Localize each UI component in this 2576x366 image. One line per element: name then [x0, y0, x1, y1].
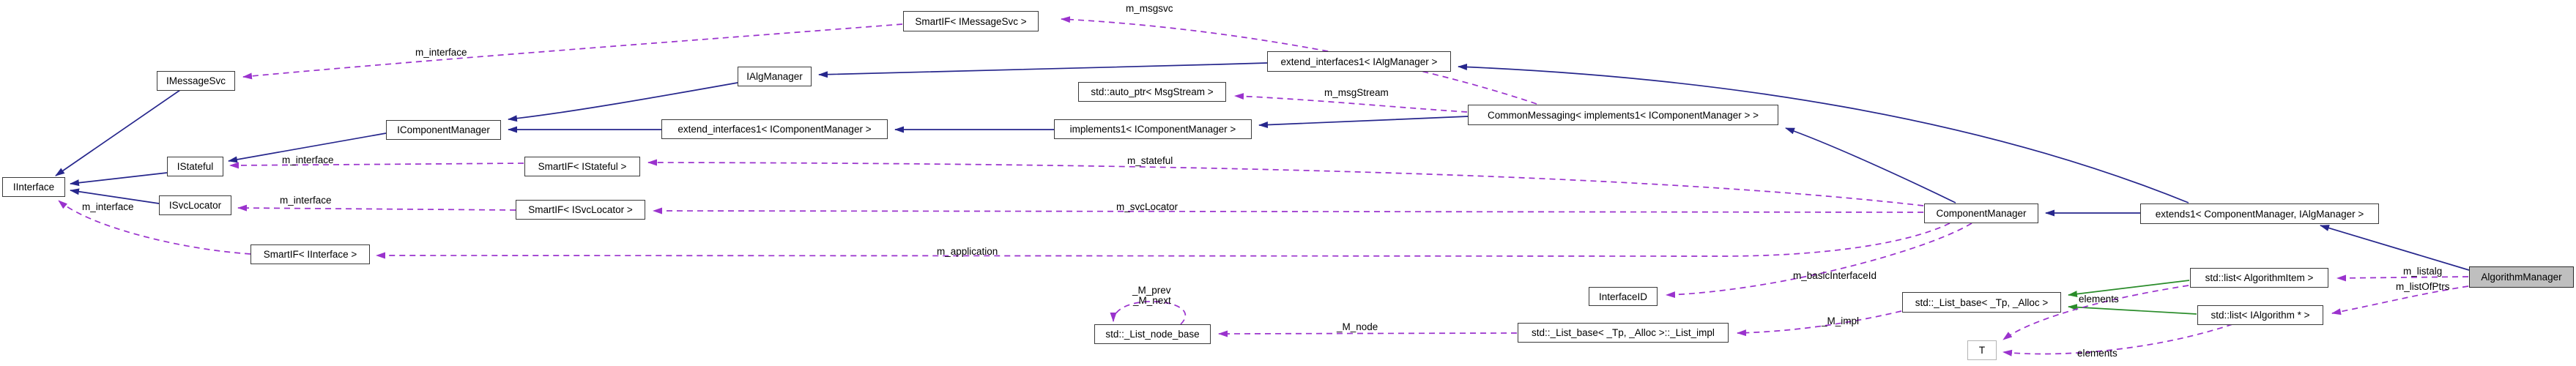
- edge-label-m-msgstream: m_msgStream: [1324, 87, 1389, 98]
- edge-label-m-msgsvc: m_msgsvc: [1126, 3, 1173, 14]
- node-extend-interfaces1-ialgmanager[interactable]: extend_interfaces1< IAlgManager >: [1267, 51, 1451, 72]
- node-imessagesvc[interactable]: IMessageSvc: [157, 71, 235, 91]
- node-extends1[interactable]: extends1< ComponentManager, IAlgManager …: [2140, 203, 2379, 224]
- edge-label-elements-ialgorithm: elements: [2077, 348, 2117, 359]
- edge-label-m-interface-isvclocator: m_interface: [280, 195, 332, 206]
- usage-edges: [58, 16, 2469, 356]
- edge-label-m-node: _M_node: [1337, 321, 1378, 332]
- node-smartif-isvclocator[interactable]: SmartIF< ISvcLocator >: [516, 200, 645, 220]
- edge-label-elements-algorithmitem: elements: [2079, 294, 2119, 305]
- node-isvclocator[interactable]: ISvcLocator: [159, 195, 231, 215]
- edge-label-m-application: m_application: [937, 246, 998, 257]
- node-std-list-ialgorithm-ptr[interactable]: std::list< IAlgorithm * >: [2197, 305, 2323, 325]
- node-extend-interfaces1-icomponentmanager[interactable]: extend_interfaces1< IComponentManager >: [661, 119, 888, 139]
- edge-label-m-impl: _M_impl: [1822, 315, 1860, 326]
- node-smartif-istateful[interactable]: SmartIF< IStateful >: [524, 157, 640, 176]
- edge-label-m-listofptrs: m_listOfPtrs: [2396, 281, 2450, 292]
- edge-label-m-prev: _M_prev: [1132, 285, 1171, 296]
- node-smartif-iinterface[interactable]: SmartIF< IInterface >: [250, 244, 370, 264]
- edge-label-m-interface-istateful: m_interface: [282, 154, 334, 165]
- node-ialgmanager[interactable]: IAlgManager: [738, 67, 812, 86]
- node-implements1-icomponentmanager[interactable]: implements1< IComponentManager >: [1054, 119, 1252, 139]
- protected-inheritance-edges: [2068, 280, 2197, 315]
- edge-label-m-next: _M_next: [1133, 295, 1171, 306]
- edge-label-m-interface-iinterface: m_interface: [82, 201, 134, 212]
- node-std-auto-ptr-msgstream[interactable]: std::auto_ptr< MsgStream >: [1078, 82, 1226, 102]
- edge-label-m-svclocator: m_svcLocator: [1116, 201, 1178, 212]
- edge-label-m-interface-imessagesvc: m_interface: [415, 47, 467, 58]
- node-std-list-node-base[interactable]: std::_List_node_base: [1094, 324, 1211, 344]
- node-iinterface[interactable]: IInterface: [2, 177, 65, 197]
- node-std-list-algorithmitem[interactable]: std::list< AlgorithmItem >: [2190, 268, 2328, 288]
- node-std-list-base[interactable]: std::_List_base< _Tp, _Alloc >: [1902, 292, 2061, 313]
- node-icomponentmanager[interactable]: IComponentManager: [386, 120, 501, 140]
- node-componentmanager[interactable]: ComponentManager: [1924, 203, 2038, 223]
- inheritance-edges: [55, 62, 2470, 271]
- edge-label-m-listalg: m_listalg: [2403, 266, 2443, 277]
- node-std-list-impl[interactable]: std::_List_base< _Tp, _Alloc >::_List_im…: [1518, 323, 1729, 343]
- node-template-param-t: T: [1967, 340, 1997, 360]
- edge-label-m-basicinterfaceid: m_basicInterfaceId: [1793, 270, 1877, 281]
- node-algorithmmanager[interactable]: AlgorithmManager: [2469, 266, 2574, 288]
- edge-label-m-stateful: m_stateful: [1127, 155, 1173, 166]
- node-commonmessaging[interactable]: CommonMessaging< implements1< IComponent…: [1468, 105, 1778, 125]
- node-istateful[interactable]: IStateful: [167, 157, 223, 176]
- node-interfaceid[interactable]: InterfaceID: [1589, 287, 1658, 306]
- node-smartif-imessagesvc[interactable]: SmartIF< IMessageSvc >: [903, 11, 1039, 31]
